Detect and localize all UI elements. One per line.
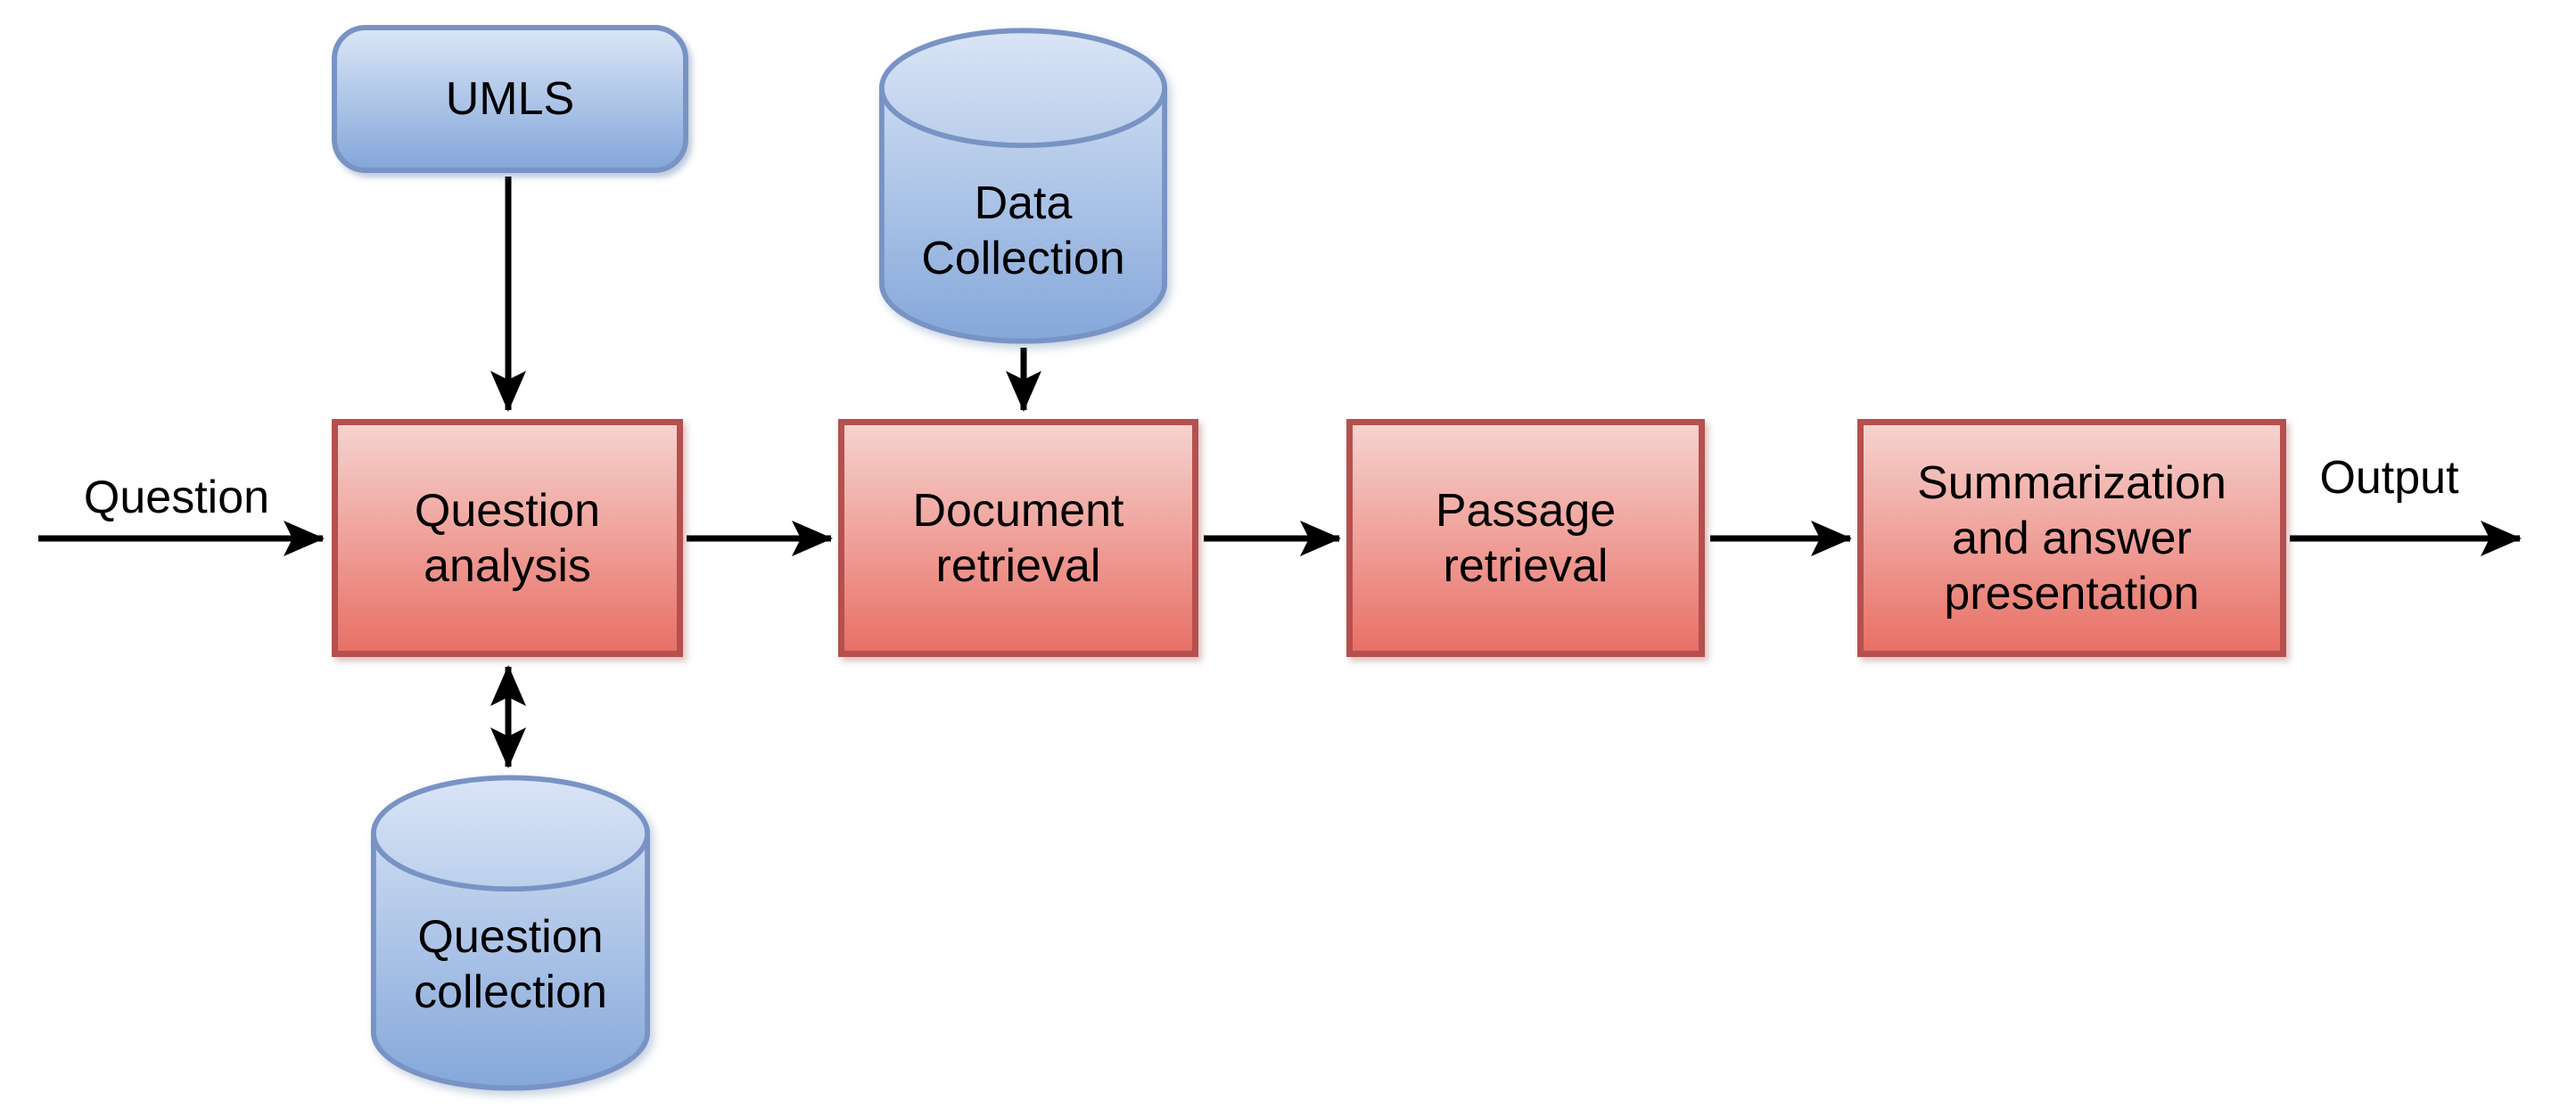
input-label: Question (83, 472, 270, 523)
cylinder-shape (370, 775, 651, 1091)
node-passage-retrieval-label: Passage retrieval (1435, 484, 1617, 592)
node-question-collection-label-area: Question collection (370, 774, 651, 1092)
node-question-collection-label: Question collection (414, 910, 607, 1018)
node-data-collection-label-area: Data Collection (878, 27, 1168, 345)
node-umls-label: UMLS (445, 73, 575, 125)
cylinder-shape (878, 28, 1168, 344)
node-document-retrieval-label: Document retrieval (912, 484, 1124, 592)
node-passage-retrieval: Passage retrieval (1346, 419, 1705, 657)
node-summarization: Summarization and answer presentation (1857, 419, 2286, 657)
node-umls: UMLS (332, 25, 688, 173)
node-summarization-label: Summarization and answer presentation (1917, 456, 2226, 620)
node-question-analysis-label: Question analysis (414, 484, 601, 592)
node-question-analysis: Question analysis (332, 419, 683, 657)
node-data-collection-label: Data Collection (921, 177, 1125, 284)
node-document-retrieval: Document retrieval (838, 419, 1198, 657)
output-label: Output (2319, 452, 2459, 504)
node-question-collection: Question collection (370, 774, 651, 1092)
node-data-collection: Data Collection (878, 27, 1168, 345)
